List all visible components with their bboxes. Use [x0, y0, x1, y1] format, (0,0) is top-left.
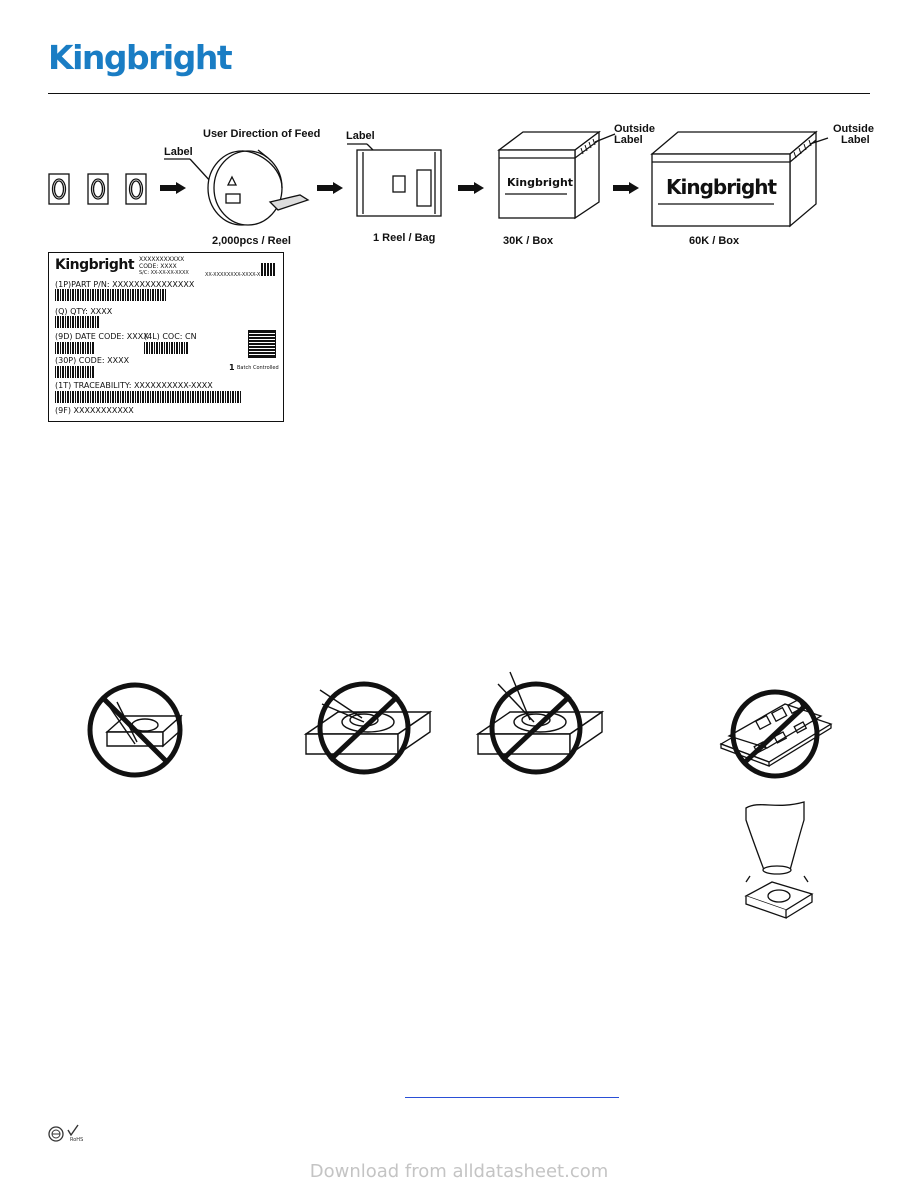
- box-60k-illustration: [650, 130, 829, 228]
- label-mark-note: Batch Controlled: [237, 365, 279, 371]
- label-top-line-3: S/C: XX-XX-XX-XXXX: [139, 270, 189, 276]
- box-30k-outside-label-2: Label: [614, 134, 643, 146]
- label-bin-code: (30P) CODE: XXXX: [55, 356, 130, 365]
- brand-logo: Kingbright: [48, 38, 233, 77]
- led-components-illustration: [48, 173, 147, 205]
- label-coo: (4L) COC: CN: [144, 332, 197, 341]
- feed-direction-label: User Direction of Feed: [203, 128, 321, 140]
- arrow-right-icon: [317, 182, 343, 194]
- label-mark: 1: [229, 363, 235, 372]
- label-date-code: (9D) DATE CODE: XXXX: [55, 332, 149, 341]
- box-30k-brand: Kingbright: [507, 176, 574, 189]
- label-part-number: (1P)PART P/N: XXXXXXXXXXXXXXX: [55, 280, 195, 289]
- label-traceability: (1T) TRACEABILITY: XXXXXXXXXX-XXXX: [55, 381, 213, 390]
- no-tweezers-on-lens-icon: [87, 682, 183, 778]
- pick-and-place-nozzle-illustration: [744, 801, 814, 919]
- label-barcode-5: [55, 366, 95, 378]
- reel-illustration: [164, 149, 310, 226]
- website-link[interactable]: [405, 1097, 619, 1098]
- bag-illustration: [347, 143, 442, 217]
- label-lot: (9F) XXXXXXXXXXX: [55, 406, 134, 415]
- box-60k-outside-label: Outside: [833, 123, 874, 135]
- label-barcode-4: [144, 342, 188, 354]
- rohs-label: RoHS: [70, 1137, 84, 1143]
- box-30k-caption: 30K / Box: [503, 235, 554, 247]
- no-sharp-object-on-lens-icon: [475, 671, 605, 775]
- label-quantity: (Q) QTY: XXXX: [55, 307, 113, 316]
- no-stacking-boards-icon: [719, 689, 833, 779]
- label-barcode-3: [55, 342, 95, 354]
- reel-label-callout: Label: [164, 146, 193, 158]
- label-top-line-4: XX-XXXXXXXX-XXXX-X: [205, 272, 261, 278]
- reel-label-sample: Kingbright XXXXXXXXXXX CODE: XXXX S/C: X…: [48, 252, 284, 422]
- box-30k-outside-label: Outside: [614, 123, 655, 135]
- label-brand: Kingbright: [55, 257, 135, 273]
- bag-caption: 1 Reel / Bag: [373, 232, 436, 244]
- rohs-compliance-icon: [48, 1124, 79, 1142]
- label-barcode-6: [55, 391, 241, 403]
- label-barcode-1: [55, 289, 167, 301]
- label-top-line-2: CODE: XXXX: [139, 263, 177, 270]
- footer-watermark: Download from alldatasheet.com: [309, 1161, 609, 1182]
- box-60k-outside-label-2: Label: [841, 134, 870, 146]
- label-top-line-1: XXXXXXXXXXX: [139, 256, 185, 263]
- header-rule: [48, 93, 870, 94]
- label-barcode-2: [55, 316, 99, 328]
- reel-caption: 2,000pcs / Reel: [212, 235, 291, 247]
- label-qr-code: [248, 330, 276, 358]
- box-30k-illustration: [497, 130, 616, 220]
- arrow-right-icon: [160, 182, 186, 194]
- box-60k-brand: Kingbright: [666, 175, 777, 199]
- arrow-right-icon: [458, 182, 484, 194]
- box-60k-caption: 60K / Box: [689, 235, 740, 247]
- no-pressure-on-lens-icon: [303, 681, 433, 775]
- label-qr-small: [261, 263, 275, 276]
- arrow-right-icon: [613, 182, 639, 194]
- bag-label-callout: Label: [346, 130, 375, 142]
